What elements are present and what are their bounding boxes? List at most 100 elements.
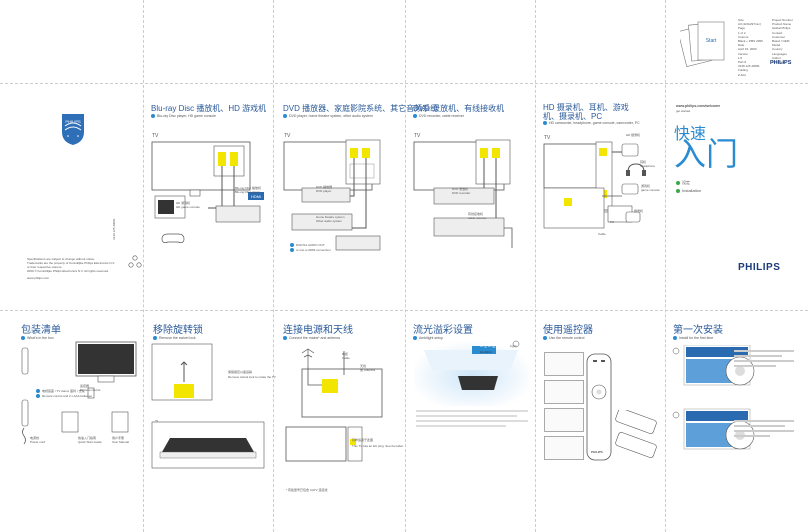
cover-menu-text: 设定 (682, 180, 690, 185)
meta-text: 1.0 (738, 55, 743, 60)
meta-text: Country (772, 47, 783, 52)
cover-title-2: 入门 (674, 136, 739, 172)
meta-column-2: Project Number Product Name Global Phili… (772, 18, 804, 64)
bullet-icon (543, 336, 547, 341)
note-line (734, 365, 776, 367)
instruction-box (544, 380, 584, 404)
device-label: game console (641, 188, 660, 192)
meta-brand: PHILIPS (770, 60, 792, 66)
device-label: DVD 播放器 (316, 185, 333, 189)
distance-label: 10 至 20 厘米 (480, 344, 499, 348)
box-item-label: Remote control (80, 388, 101, 392)
panel-subtitle-text: DVD recorder, cable receiver (419, 114, 464, 118)
note-line (734, 355, 782, 357)
connection-label: 电缆 (342, 352, 349, 356)
bullet-icon (21, 336, 25, 341)
bullet-icon (36, 394, 40, 399)
device-label: Blu-ray Disc player (235, 190, 261, 194)
meta-column-1: Size A3 (420x297mm) Page 1 of 2 Colours … (738, 18, 768, 77)
meta-text: Part # (738, 60, 747, 65)
meta-text: Contact (772, 30, 783, 35)
tv-label: TV (414, 133, 421, 139)
note-line (734, 420, 794, 422)
remote-brand: PHILIPS (591, 450, 603, 454)
svg-text:PHILIPS: PHILIPS (65, 119, 81, 124)
tv-label: TV (544, 135, 551, 141)
bluray-diagram: HDMI (150, 138, 268, 268)
meta-text: April 15, 2009 (738, 47, 757, 52)
panel-title: 使用遥控器 (543, 325, 593, 336)
meta-text: Product Name (772, 22, 792, 27)
box-item-label: 快速入门指南 (78, 436, 97, 440)
panel-subtitle-text: What's in the box (27, 336, 54, 340)
bullet-icon (413, 336, 417, 341)
meta-text: Size (738, 18, 744, 22)
dvd-recorder-diagram (412, 138, 532, 268)
device-label: headphone (640, 164, 656, 168)
light-label: Light (510, 344, 517, 348)
spine-text: Trademarks are the property of Koninklij… (27, 261, 115, 265)
fold-line (535, 0, 536, 532)
panel-subtitle-text: DVD player, home theatre system, other a… (289, 114, 373, 118)
meta-text: Model (772, 43, 781, 48)
first-install-notes (734, 350, 794, 367)
panel-title: Blu-ray Disc 播放机、HD 游戏机 (151, 104, 267, 113)
panel-subtitle: Install for the first time (673, 336, 723, 341)
bullet-icon (413, 114, 417, 119)
recycle-icon (128, 255, 142, 269)
panel-subtitle: DVD player, home theatre system, other a… (283, 114, 438, 119)
meta-text: Author (772, 55, 781, 60)
meta-text: Z-fold (738, 72, 746, 77)
first-install-screens (670, 344, 800, 465)
connection-label: Cable (342, 356, 350, 360)
cover-url: www.philips.com/welcome (676, 104, 721, 108)
device-label: 游戏机 (641, 184, 651, 188)
box-item-label: 电源线 (30, 436, 40, 440)
connection-label: 天线 (360, 364, 367, 368)
meta-text: 3139 125 40081 (738, 64, 760, 69)
connection-note: This TV has an EU plug. See the label. (352, 444, 404, 448)
device-label: DVD player (316, 189, 332, 193)
note-line (734, 425, 785, 427)
bullet-icon (283, 114, 287, 119)
note-line (734, 435, 770, 437)
instruction-box (544, 408, 584, 432)
connection-note: 同样适用于此图 (352, 438, 374, 442)
bullet-icon (36, 389, 40, 394)
bullet-icon (290, 248, 294, 253)
bullet-icon (283, 336, 287, 341)
panel-title: 包装清单 (21, 325, 61, 336)
panel-subtitle-text: Remove the swivel lock (159, 336, 196, 340)
device-label: 有线接收机 (468, 212, 484, 216)
meta-text: A3 (420x297mm) (738, 22, 762, 27)
panel-subtitle: Connect the mains* and antenna (283, 336, 353, 341)
svg-text:Start: Start (706, 38, 717, 44)
connection-note-text: DIGITAL AUDIO OUT (296, 243, 325, 247)
note-line (734, 360, 794, 362)
step-note: 保留锁定以备运输 (228, 370, 253, 374)
connection-note: or use a HDMI connection (290, 248, 331, 253)
bullet-icon (153, 336, 157, 341)
spine-text: Specifications are subject to change wit… (27, 257, 96, 261)
meta-text: Global Philips (772, 26, 791, 31)
box-item-label: Remote control and 2 x AAA batteries (36, 394, 92, 399)
box-item-label: Power cord (30, 440, 46, 444)
cover-menu-text: Installation (682, 188, 702, 193)
cover-url-sub: get started (676, 109, 691, 113)
spine-url: www.philips.com (27, 276, 50, 280)
panel-subtitle: HD camcorder, headphone, game console, c… (543, 121, 643, 126)
device-label: DVD 录放机 (452, 187, 469, 191)
quickstart-booklet-thumb: Start (677, 18, 728, 72)
device-label: HD game console (176, 205, 200, 209)
box-item-label: 电视底座 / TV stand, 座椅 / 支架 (36, 389, 85, 394)
box-contents-illustration (18, 340, 140, 460)
note-line (416, 425, 506, 427)
remote-steps (544, 352, 584, 460)
panel-subtitle: Use the remote control (543, 336, 593, 341)
meta-text: Comment (772, 60, 786, 65)
step-note: Remove swivel lock to rotate the TV (228, 375, 276, 379)
panel-subtitle-text: HD camcorder, headphone, game console, c… (549, 121, 640, 125)
box-item-label: User Manual (112, 440, 130, 444)
box-item-label-text: 电视底座 / TV stand, 座椅 / 支架 (42, 389, 85, 393)
panel-title: 第一次安装 (673, 325, 723, 336)
